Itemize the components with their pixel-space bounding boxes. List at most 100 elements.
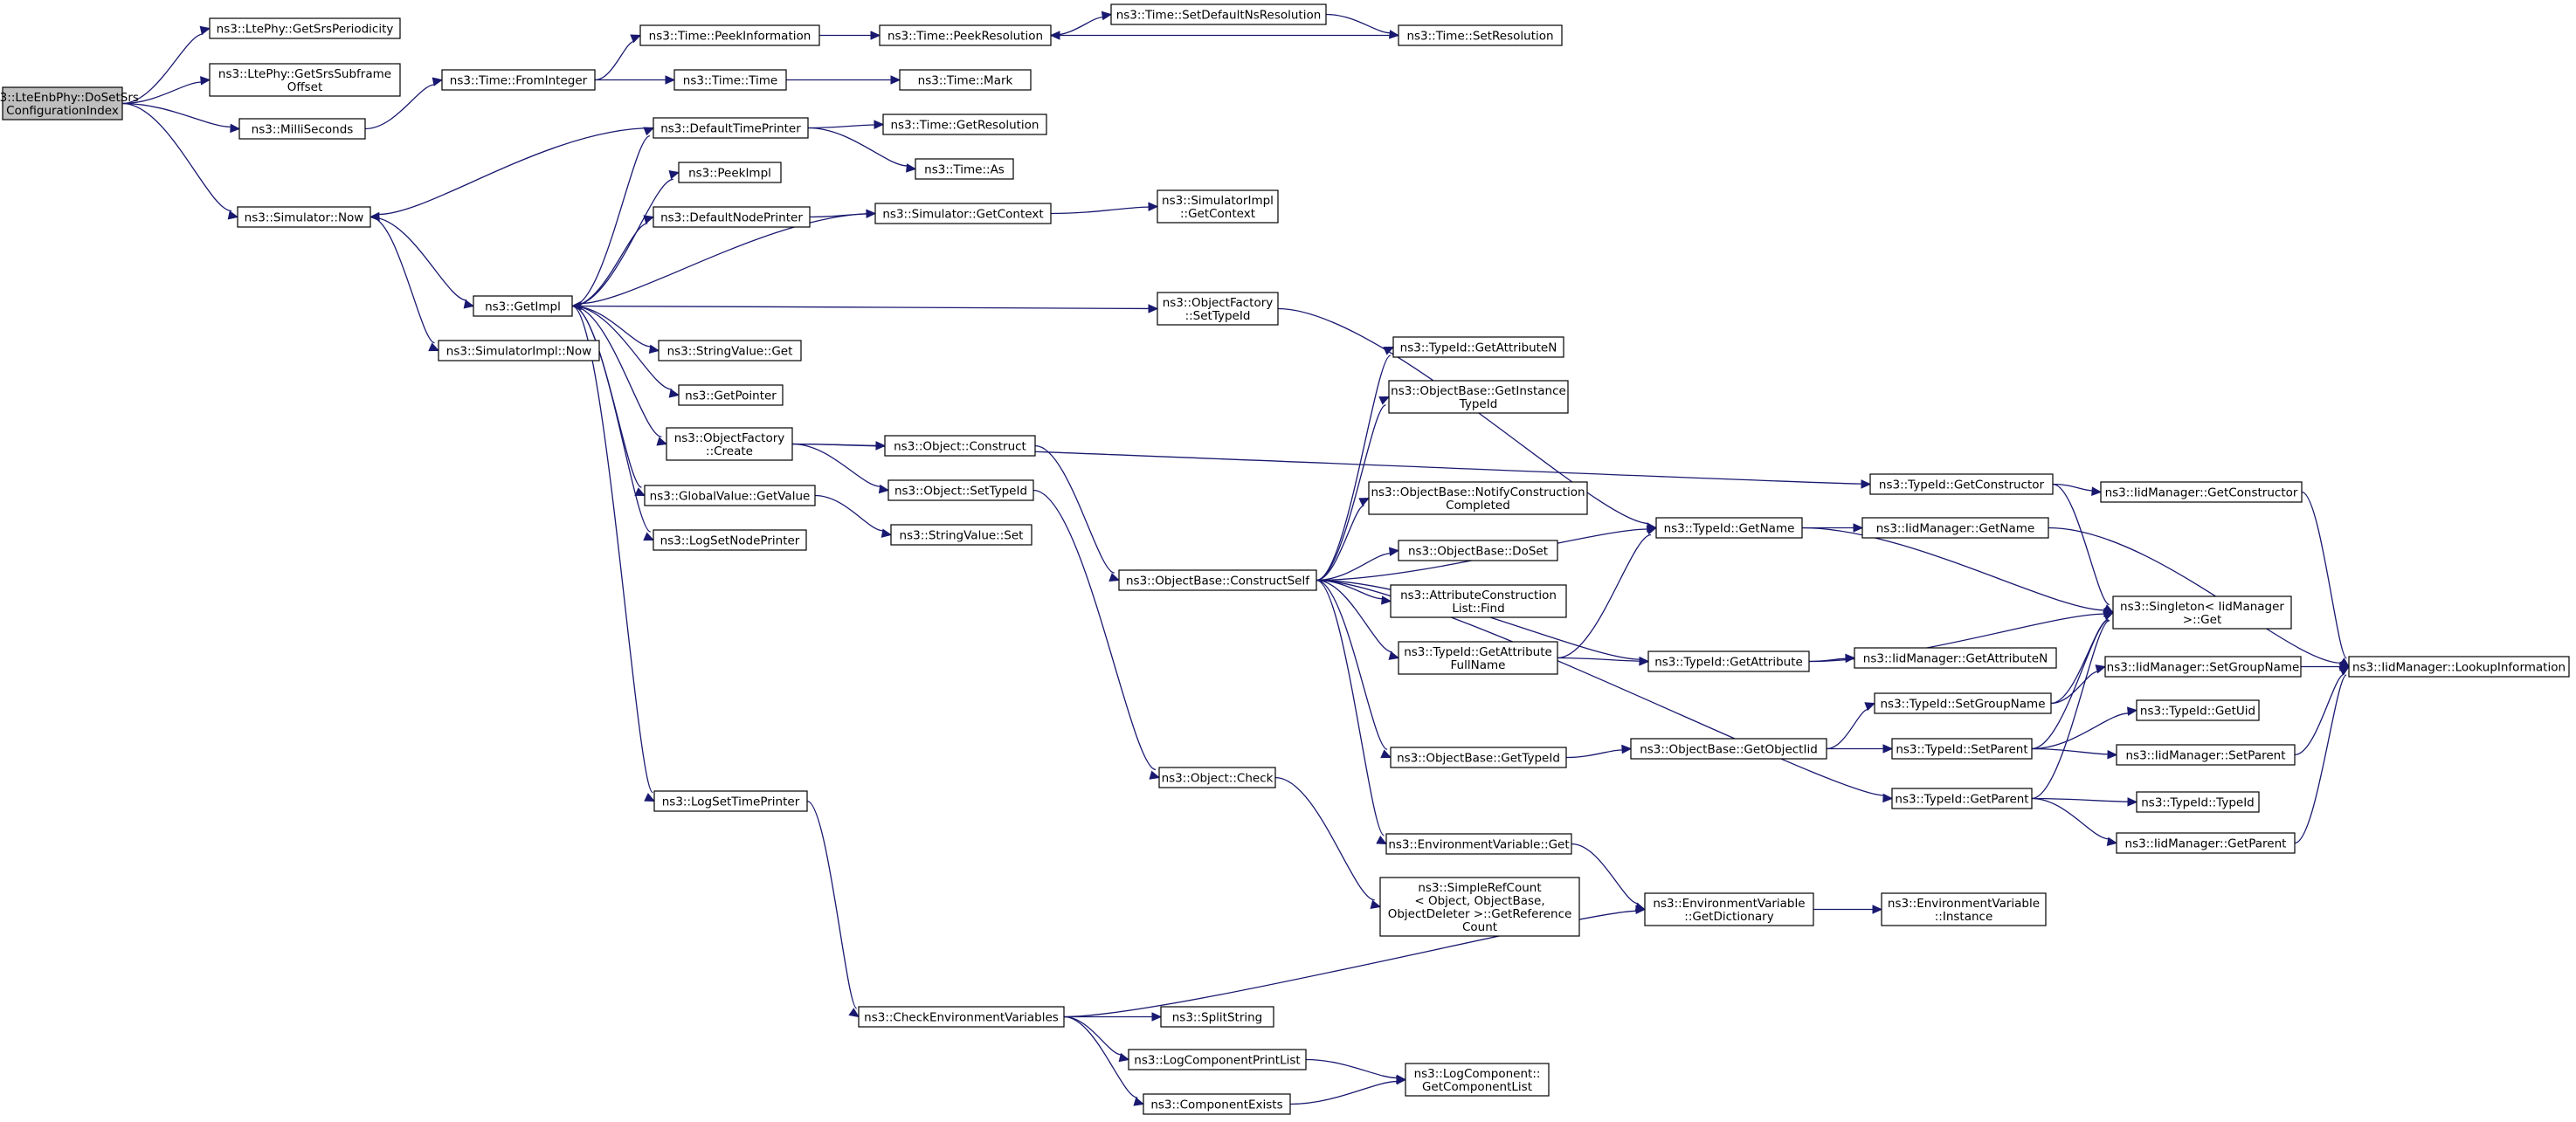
node-object-factory-create[interactable]: ns3::ObjectFactory::Create xyxy=(666,427,793,461)
node-box[interactable] xyxy=(1160,1006,1274,1028)
node-box[interactable] xyxy=(653,206,811,228)
node-log-set-node-printer[interactable]: ns3::LogSetNodePrinter xyxy=(653,529,807,551)
node-box[interactable] xyxy=(1655,517,1803,539)
node-get-pointer[interactable]: ns3::GetPointer xyxy=(678,384,784,406)
node-object-base-notify-construction-completed[interactable]: ns3::ObjectBase::NotifyConstructionCompl… xyxy=(1368,481,1588,515)
node-iid-manager-lookup-information[interactable]: ns3::IidManager::LookupInformation xyxy=(2348,656,2570,678)
node-box[interactable] xyxy=(673,69,787,91)
node-component-exists[interactable]: ns3::ComponentExists xyxy=(1143,1093,1291,1115)
node-box[interactable] xyxy=(1644,892,1814,926)
node-milli-seconds[interactable]: ns3::MilliSeconds xyxy=(238,118,366,140)
node-time-peek-resolution[interactable]: ns3::Time::PeekResolution xyxy=(879,24,1052,46)
node-box[interactable] xyxy=(1379,877,1580,937)
node-box[interactable] xyxy=(1861,517,2049,539)
node-default-time-printer[interactable]: ns3::DefaultTimePrinter xyxy=(653,117,809,139)
node-log-component-print-list[interactable]: ns3::LogComponentPrintList xyxy=(1128,1049,1307,1070)
node-box[interactable] xyxy=(1143,1093,1291,1115)
node-time-from-integer[interactable]: ns3::Time::FromInteger xyxy=(441,69,596,91)
node-simple-ref-count-get-reference-count[interactable]: ns3::SimpleRefCount< Object, ObjectBase,… xyxy=(1379,877,1580,937)
node-log-set-time-printer[interactable]: ns3::LogSetTimePrinter xyxy=(653,790,808,812)
node-default-node-printer[interactable]: ns3::DefaultNodePrinter xyxy=(653,206,811,228)
node-string-value-get[interactable]: ns3::StringValue::Get xyxy=(658,340,802,361)
node-get-srs-periodicity[interactable]: ns3::LtePhy::GetSrsPeriodicity xyxy=(209,17,401,39)
node-type-id-get-attribute-n[interactable]: ns3::TypeId::GetAttributeN xyxy=(1392,336,1564,358)
node-type-id-get-parent[interactable]: ns3::TypeId::GetParent xyxy=(1891,788,2033,809)
node-simulator-get-context[interactable]: ns3::Simulator::GetContext xyxy=(874,203,1052,224)
node-box[interactable] xyxy=(1392,336,1564,358)
node-box[interactable] xyxy=(1128,1049,1307,1070)
node-box[interactable] xyxy=(238,118,366,140)
node-box[interactable] xyxy=(678,384,784,406)
node-box[interactable] xyxy=(1390,584,1567,618)
node-log-component-get-component-list[interactable]: ns3::LogComponent::GetComponentList xyxy=(1405,1063,1550,1097)
node-box[interactable] xyxy=(2348,656,2570,678)
node-box[interactable] xyxy=(884,435,1036,457)
node-box[interactable] xyxy=(1398,540,1558,561)
node-type-id-get-uid[interactable]: ns3::TypeId::GetUid xyxy=(2136,699,2260,721)
node-box[interactable] xyxy=(882,114,1047,135)
node-environment-variable-instance[interactable]: ns3::EnvironmentVariable::Instance xyxy=(1881,892,2047,926)
node-box[interactable] xyxy=(658,340,802,361)
node-box[interactable] xyxy=(2104,656,2302,678)
node-simulator-now[interactable]: ns3::Simulator::Now xyxy=(237,206,371,228)
node-box[interactable] xyxy=(1388,380,1569,414)
node-box[interactable] xyxy=(1881,892,2047,926)
node-box[interactable] xyxy=(1647,650,1810,672)
node-time-peek-information[interactable]: ns3::Time::PeekInformation xyxy=(639,24,820,46)
node-root[interactable]: ns3::LteEnbPhy::DoSetSrsConfigurationInd… xyxy=(0,86,139,120)
node-object-construct[interactable]: ns3::Object::Construct xyxy=(884,435,1036,457)
node-check-environment-variables[interactable]: ns3::CheckEnvironmentVariables xyxy=(858,1006,1065,1028)
node-split-string[interactable]: ns3::SplitString xyxy=(1160,1006,1274,1028)
node-global-value-get-value[interactable]: ns3::GlobalValue::GetValue xyxy=(644,485,816,506)
node-box[interactable] xyxy=(915,158,1014,180)
node-box[interactable] xyxy=(237,206,371,228)
node-box[interactable] xyxy=(1398,641,1558,675)
node-box[interactable] xyxy=(1398,24,1563,46)
node-type-id-get-constructor[interactable]: ns3::TypeId::GetConstructor xyxy=(1869,473,2054,495)
node-time-get-resolution[interactable]: ns3::Time::GetResolution xyxy=(882,114,1047,135)
node-object-base-construct-self[interactable]: ns3::ObjectBase::ConstructSelf xyxy=(1118,569,1317,591)
node-iid-manager-get-parent[interactable]: ns3::IidManager::GetParent xyxy=(2116,832,2296,854)
node-singleton-get[interactable]: ns3::Singleton< IidManager>::Get xyxy=(2112,595,2292,630)
node-box[interactable] xyxy=(209,63,401,97)
node-type-id-type-id[interactable]: ns3::TypeId::TypeId xyxy=(2136,791,2260,813)
node-time-mark[interactable]: ns3::Time::Mark xyxy=(899,69,1032,91)
node-iid-manager-set-group-name[interactable]: ns3::IidManager::SetGroupName xyxy=(2104,656,2302,678)
node-string-value-set[interactable]: ns3::StringValue::Set xyxy=(890,524,1032,546)
node-type-id-get-attribute[interactable]: ns3::TypeId::GetAttribute xyxy=(1647,650,1810,672)
node-box[interactable] xyxy=(1891,788,2033,809)
node-box[interactable] xyxy=(473,295,573,317)
node-box[interactable] xyxy=(1405,1063,1550,1097)
node-object-base-get-object-iid[interactable]: ns3::ObjectBase::GetObjectIid xyxy=(1630,738,1827,760)
node-box[interactable] xyxy=(1110,3,1327,25)
node-simulator-impl-now[interactable]: ns3::SimulatorImpl::Now xyxy=(438,340,600,361)
node-box[interactable] xyxy=(2112,595,2292,630)
node-box[interactable] xyxy=(1118,569,1317,591)
node-box[interactable] xyxy=(1630,738,1827,760)
node-box[interactable] xyxy=(2,86,123,120)
node-peek-impl[interactable]: ns3::PeekImpl xyxy=(678,162,782,183)
node-iid-manager-get-attribute-n[interactable]: ns3::IidManager::GetAttributeN xyxy=(1854,647,2057,669)
node-box[interactable] xyxy=(639,24,820,46)
node-box[interactable] xyxy=(653,790,808,812)
node-type-id-get-name[interactable]: ns3::TypeId::GetName xyxy=(1655,517,1803,539)
node-box[interactable] xyxy=(644,485,816,506)
node-box[interactable] xyxy=(1390,747,1567,768)
node-box[interactable] xyxy=(1869,473,2054,495)
node-iid-manager-get-name[interactable]: ns3::IidManager::GetName xyxy=(1861,517,2049,539)
node-box[interactable] xyxy=(874,203,1052,224)
node-box[interactable] xyxy=(209,17,401,39)
node-box[interactable] xyxy=(1891,738,2033,760)
node-box[interactable] xyxy=(899,69,1032,91)
node-box[interactable] xyxy=(441,69,596,91)
node-box[interactable] xyxy=(879,24,1052,46)
node-object-check[interactable]: ns3::Object::Check xyxy=(1158,767,1276,788)
node-iid-manager-get-constructor[interactable]: ns3::IidManager::GetConstructor xyxy=(2100,481,2303,503)
node-iid-manager-set-parent[interactable]: ns3::IidManager::SetParent xyxy=(2116,744,2296,766)
node-object-base-get-type-id[interactable]: ns3::ObjectBase::GetTypeId xyxy=(1390,747,1567,768)
node-box[interactable] xyxy=(438,340,600,361)
